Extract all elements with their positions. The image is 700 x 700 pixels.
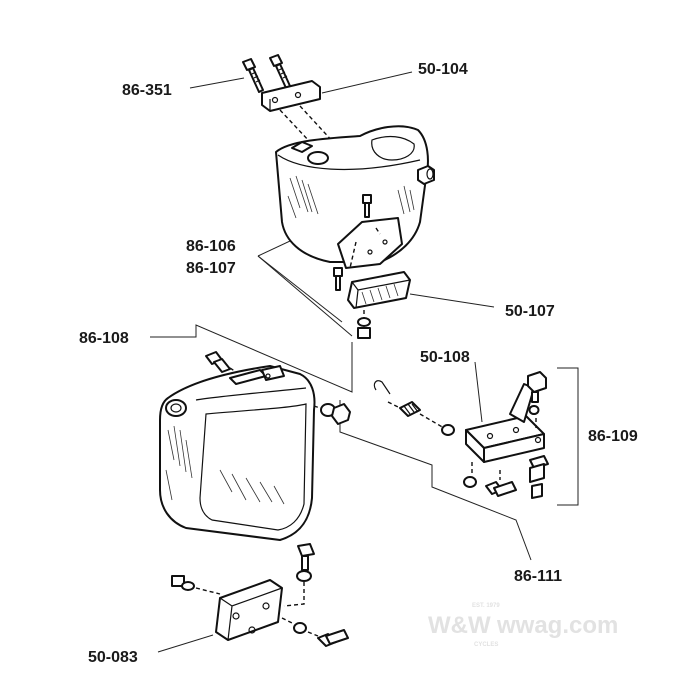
oil-tank-lower [159, 351, 351, 541]
bracket-50-104 [261, 80, 321, 112]
bolt-86-107 [333, 267, 343, 277]
nut-86-107 [357, 327, 371, 339]
washer-86-107 [357, 317, 371, 327]
label-86-109: 86-109 [588, 428, 638, 445]
lower-tank-filler [165, 399, 187, 417]
watermark-sub: CYCLES [474, 642, 498, 648]
leader-50-108 [474, 361, 483, 423]
label-86-108: 86-108 [79, 330, 129, 347]
bracket-50-108-assembly [373, 380, 545, 497]
bracket-50-083 [215, 579, 283, 641]
bolt-86-351-left [242, 58, 264, 93]
mount-50-107 [333, 267, 411, 339]
bracket-86-109 [557, 367, 579, 506]
hardware-86-109 [527, 371, 549, 499]
leader-86-107 [257, 255, 343, 323]
watermark-est: EST. 1979 [472, 603, 500, 609]
label-50-104: 50-104 [418, 61, 468, 78]
label-50-083: 50-083 [88, 649, 138, 666]
watermark: EST. 1979 W&W wwag.com CYCLES [428, 603, 618, 648]
bolt-50-083 [297, 543, 315, 557]
leader-86-108 [150, 324, 353, 393]
label-86-351: 86-351 [122, 82, 172, 99]
leader-86-111 [339, 400, 532, 561]
top-bracket-assembly [242, 54, 336, 145]
part-labels: 86-351 50-104 86-106 86-107 50-107 86-10… [79, 61, 638, 666]
label-86-111: 86-111 [514, 568, 562, 585]
tank-fitting [417, 165, 435, 185]
label-50-108: 50-108 [420, 349, 470, 366]
tank-hatching [287, 175, 415, 219]
tank-filler-cap [307, 151, 329, 165]
cotter-pin [373, 380, 391, 395]
watermark-brand: W&W [428, 612, 491, 639]
leader-50-104 [321, 71, 413, 94]
oil-tank-upper [275, 125, 435, 269]
leader-86-351 [189, 77, 245, 89]
tank-mount-plate [337, 217, 403, 269]
label-86-107: 86-107 [186, 260, 236, 277]
washer-86-111 [463, 476, 477, 488]
leader-50-107 [409, 293, 495, 308]
bracket-50-083-assembly [171, 543, 349, 647]
bolt-86-351-right [269, 54, 291, 89]
leader-lines [150, 71, 579, 653]
lower-tank-hatching [165, 425, 285, 505]
screw-86-106 [362, 194, 372, 204]
leader-86-107b [257, 255, 353, 337]
leader-50-083 [157, 634, 214, 653]
label-50-107: 50-107 [505, 303, 555, 320]
watermark-domain: wwag.com [496, 612, 618, 639]
nut-86-108 [331, 403, 351, 425]
label-86-106: 86-106 [186, 238, 236, 255]
